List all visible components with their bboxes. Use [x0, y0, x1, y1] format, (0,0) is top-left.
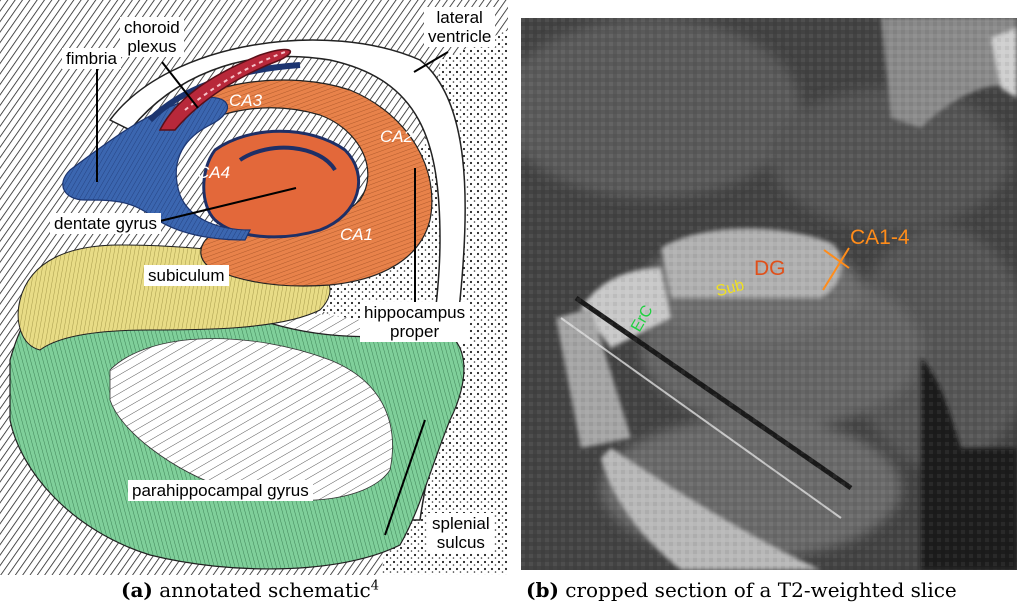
caption-b: (b) cropped section of a T2-weighted sli…: [526, 578, 957, 602]
caption-b-tag: (b): [526, 578, 559, 602]
label-lateral-ventricle: lateral ventricle: [424, 7, 495, 47]
label-hippocampus-line2: proper: [364, 322, 465, 341]
label-hippocampus-proper: hippocampus proper: [360, 302, 469, 342]
caption-a-sup: 4: [371, 578, 379, 593]
mri-pixel-texture: [521, 18, 1017, 570]
label-ca2: CA2: [380, 127, 413, 147]
label-choroid-plexus: choroid plexus: [120, 17, 184, 57]
label-dg: DG: [754, 257, 786, 281]
label-splenial-line1: splenial: [432, 514, 490, 533]
label-parahippocampal-gyrus: parahippocampal gyrus: [128, 480, 313, 501]
label-choroid-line1: choroid: [124, 18, 180, 37]
label-dentate-gyrus: dentate gyrus: [50, 213, 161, 234]
label-ca4: CA4: [197, 163, 230, 183]
schematic-panel: choroid plexus lateral ventricle fimbria…: [0, 0, 508, 575]
mri-panel: CA1-4 DG Sub ErC: [521, 18, 1017, 570]
t2-mri-slice: [521, 18, 1017, 570]
label-ventricle-line1: lateral: [428, 8, 491, 27]
label-splenial-line2: sulcus: [432, 533, 490, 552]
label-ca3: CA3: [229, 91, 262, 111]
label-splenial-sulcus: splenial sulcus: [428, 513, 494, 553]
caption-a: (a) annotated schematic4: [121, 578, 379, 602]
label-fimbria: fimbria: [62, 48, 121, 69]
label-ca1: CA1: [340, 225, 373, 245]
label-choroid-line2: plexus: [124, 37, 180, 56]
caption-a-tag: (a): [121, 578, 153, 602]
caption-b-text: cropped section of a T2-weighted slice: [565, 578, 956, 602]
label-ca1-4: CA1-4: [850, 226, 910, 250]
label-subiculum: subiculum: [144, 265, 229, 286]
caption-a-text: annotated schematic: [159, 578, 370, 602]
label-ventricle-line2: ventricle: [428, 27, 491, 46]
label-hippocampus-line1: hippocampus: [364, 303, 465, 322]
